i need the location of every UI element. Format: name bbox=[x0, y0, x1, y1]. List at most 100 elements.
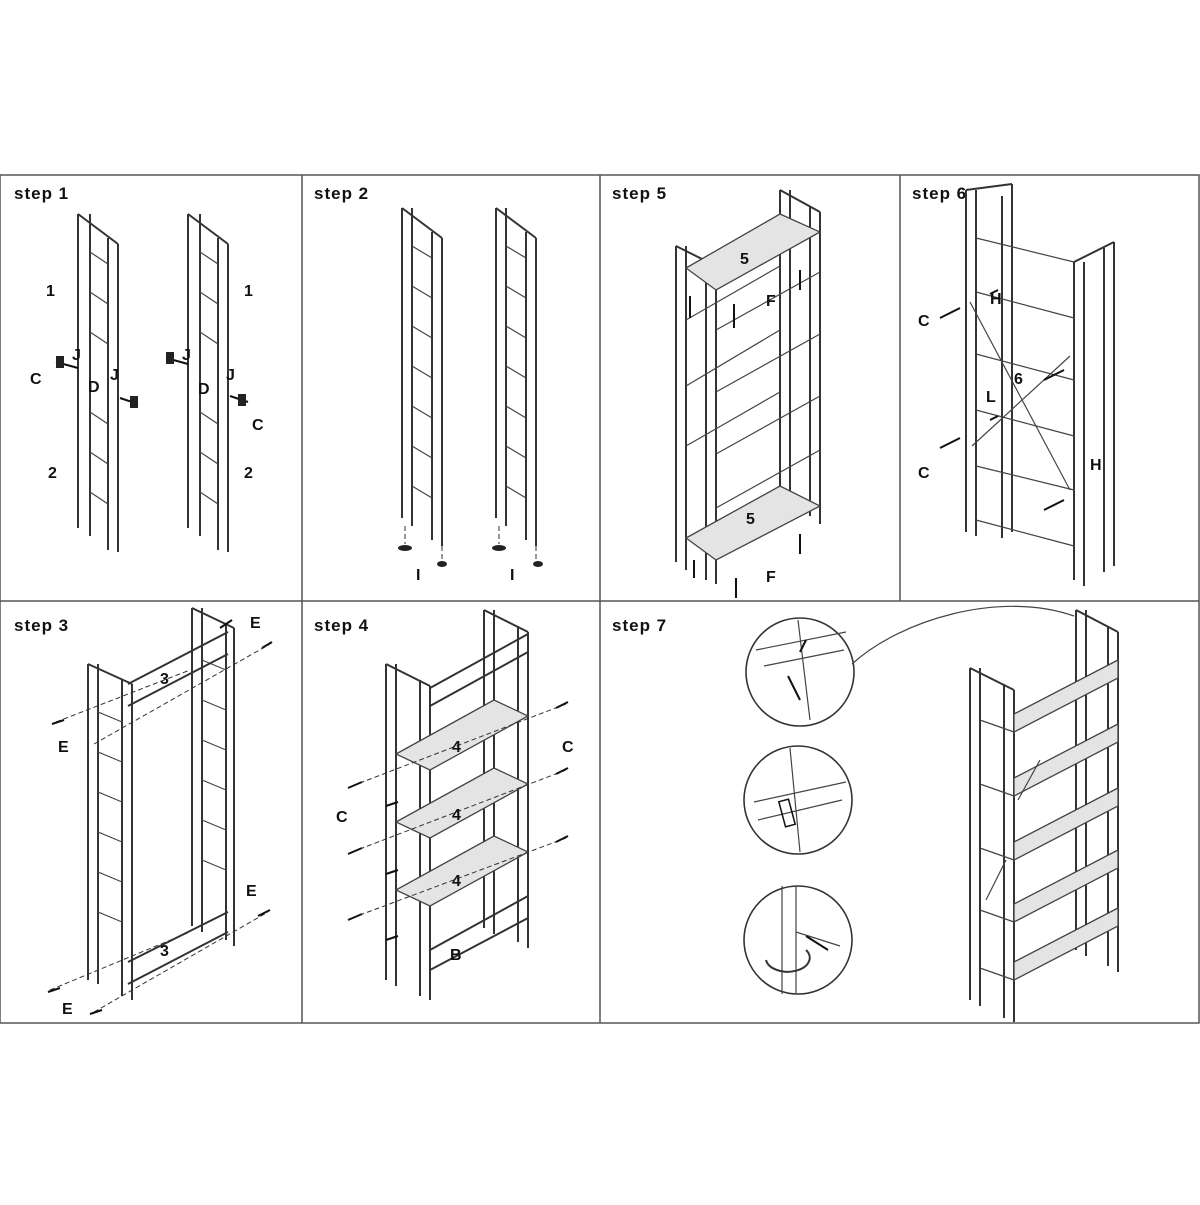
step-1-ladder-left-rungs bbox=[89, 251, 109, 505]
step-2-foot bbox=[533, 561, 543, 567]
step-1-label: 2 bbox=[244, 465, 253, 482]
step-3-label: E bbox=[246, 883, 257, 900]
panel-step-4: step 4 4 4 4 C C B bbox=[314, 609, 574, 1000]
step-5-back-frame bbox=[779, 189, 821, 524]
step-6-screw-set bbox=[939, 289, 1065, 511]
step-3-screws bbox=[47, 619, 273, 1015]
step-3-label: 3 bbox=[160, 943, 169, 960]
step-3-frame bbox=[87, 607, 235, 1000]
step-7-detail-lines bbox=[781, 886, 841, 994]
step-5-label: F bbox=[766, 569, 776, 586]
step-1-label: 1 bbox=[46, 283, 55, 300]
step-5-label: 5 bbox=[740, 251, 749, 268]
step-7-shelf bbox=[1013, 848, 1119, 924]
step-2-label: I bbox=[510, 567, 514, 584]
step-4-screw-set bbox=[347, 701, 569, 941]
step-5-label: F bbox=[766, 293, 776, 310]
step-6-label: H bbox=[1090, 457, 1102, 474]
step-4-title: step 4 bbox=[314, 616, 369, 635]
step-3-title: step 3 bbox=[14, 616, 69, 635]
step-4-screws bbox=[347, 701, 569, 941]
step-6-front-frame bbox=[1073, 241, 1115, 586]
step-6-back-frame bbox=[965, 183, 1013, 538]
step-4-screw-guides bbox=[351, 703, 567, 919]
step-5-screws bbox=[689, 270, 801, 598]
step-6-label: H bbox=[990, 291, 1002, 308]
step-1-connector-block bbox=[166, 352, 174, 364]
step-4-label: 4 bbox=[452, 739, 461, 756]
step-6-shelves bbox=[975, 237, 1075, 547]
step-1-connector-block bbox=[130, 396, 138, 408]
step-5-top-shelf bbox=[684, 213, 822, 291]
step-3-ladder-rungs bbox=[97, 659, 227, 923]
step-2-feet bbox=[398, 526, 543, 567]
step-1-ladder-right-rungs bbox=[199, 251, 219, 505]
step-3-label: E bbox=[58, 739, 69, 756]
step-7-detail-circles bbox=[743, 617, 855, 995]
step-4-shelf bbox=[394, 835, 530, 907]
step-7-shelf bbox=[1013, 658, 1119, 734]
step-7-front-frame bbox=[969, 667, 1015, 1022]
step-2-ladder-left bbox=[401, 207, 443, 546]
panel-grid bbox=[0, 174, 1200, 1024]
step-7-detail-screw bbox=[787, 639, 807, 701]
step-2-ladders bbox=[401, 207, 537, 546]
step-4-shelf bbox=[394, 699, 530, 771]
step-5-bottom-shelf bbox=[684, 485, 822, 561]
panel-step-1: step 1 1 1 2 2 C C J J J J D D bbox=[14, 184, 264, 552]
step-6-screws bbox=[939, 289, 1065, 511]
step-1-label: 1 bbox=[244, 283, 253, 300]
step-2-foot bbox=[398, 545, 412, 551]
step-1-connectors bbox=[55, 352, 249, 408]
step-5-middle-shelves bbox=[685, 265, 821, 509]
step-2-ladder-right-rungs bbox=[505, 245, 527, 499]
step-7-shelving-unit bbox=[969, 609, 1119, 1022]
step-6-title: step 6 bbox=[912, 184, 967, 203]
step-4-front-frame bbox=[385, 663, 431, 1000]
step-2-foot bbox=[492, 545, 506, 551]
step-2-ladder-left-rungs bbox=[411, 245, 433, 499]
step-7-detail-lines bbox=[755, 619, 847, 721]
step-4-label: C bbox=[562, 739, 574, 756]
step-4-label: 4 bbox=[452, 807, 461, 824]
step-2-title: step 2 bbox=[314, 184, 369, 203]
step-7-shelf bbox=[1013, 786, 1119, 862]
step-5-front-frame bbox=[675, 245, 717, 584]
step-6-label: C bbox=[918, 313, 930, 330]
step-7-shelf bbox=[1013, 722, 1119, 798]
step-1-label: D bbox=[88, 379, 100, 396]
step-2-label: I bbox=[416, 567, 420, 584]
step-3-bottom-rail bbox=[127, 911, 229, 985]
step-7-callout-curve bbox=[851, 605, 1075, 665]
step-7-detail-circle bbox=[745, 617, 855, 727]
step-3-left-ladder bbox=[87, 663, 133, 1000]
step-2-foot-guides bbox=[404, 526, 537, 560]
step-1-connector-block bbox=[238, 394, 246, 406]
step-1-label: J bbox=[110, 367, 119, 384]
step-4-shelf bbox=[394, 767, 530, 839]
step-7-detail-circle bbox=[743, 885, 853, 995]
step-7-shelf bbox=[1013, 906, 1119, 982]
step-1-ladder-left bbox=[77, 213, 119, 552]
step-1-label: J bbox=[226, 367, 235, 384]
step-1-bolts bbox=[55, 357, 249, 405]
step-7-detail-circle bbox=[743, 745, 853, 855]
step-6-label: 6 bbox=[1014, 371, 1023, 388]
step-7-detail-plate bbox=[777, 798, 797, 828]
panel-step-5: step 5 5 F 5 F bbox=[612, 184, 822, 598]
step-1-label: C bbox=[252, 417, 264, 434]
step-3-right-ladder bbox=[191, 607, 235, 946]
step-7-rungs-and-braces bbox=[979, 719, 1041, 981]
step-1-label: 2 bbox=[48, 465, 57, 482]
step-7-detail-screw bbox=[805, 935, 829, 951]
step-3-label: E bbox=[62, 1001, 73, 1018]
panel-step-3: step 3 3 3 E E E E bbox=[14, 607, 273, 1018]
step-3-label: E bbox=[250, 615, 261, 632]
step-4-shelving-unit bbox=[385, 609, 530, 1000]
step-3-screw-set bbox=[47, 619, 273, 1015]
step-4-rails bbox=[429, 633, 529, 971]
step-3-label: 3 bbox=[160, 671, 169, 688]
step-2-foot bbox=[437, 561, 447, 567]
step-7-detail-lines bbox=[753, 747, 847, 853]
